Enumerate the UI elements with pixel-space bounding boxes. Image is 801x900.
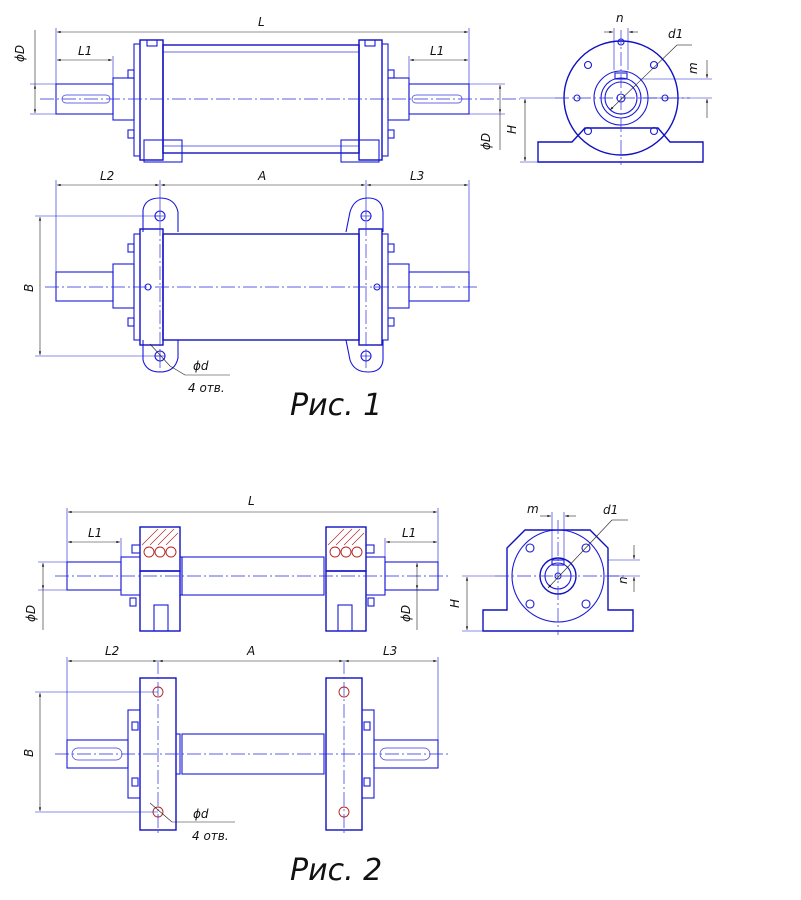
fig2-label-A: A bbox=[246, 644, 255, 658]
fig2-caption: Рис. 2 bbox=[290, 853, 382, 888]
fig2-label-L2: L2 bbox=[105, 644, 119, 658]
fig1-label-m: m bbox=[686, 62, 700, 74]
fig1-label-phid: ϕd bbox=[193, 359, 209, 373]
fig2-front-view bbox=[38, 508, 450, 632]
fig1-label-L3: L3 bbox=[410, 169, 424, 183]
fig2-label-phiD-left: ϕD bbox=[24, 605, 38, 622]
fig1-side-view bbox=[520, 28, 712, 165]
fig1-label-n: n bbox=[616, 11, 624, 25]
figure-2 bbox=[35, 508, 640, 835]
fig2-label-L3: L3 bbox=[383, 644, 397, 658]
fig2-side-view bbox=[462, 512, 640, 635]
fig1-label-H: H bbox=[505, 125, 519, 134]
fig2-label-phiD-right: ϕD bbox=[399, 605, 413, 622]
fig2-label-L1-left: L1 bbox=[88, 526, 102, 540]
fig1-label-phiD: ϕD bbox=[13, 45, 27, 62]
fig1-label-d1: d1 bbox=[668, 27, 683, 41]
fig1-label-L1-right: L1 bbox=[430, 44, 444, 58]
fig1-label-holes: 4 отв. bbox=[188, 381, 225, 395]
fig2-label-phid: ϕd bbox=[193, 807, 209, 821]
fig2-label-m: m bbox=[527, 502, 539, 516]
fig1-label-L: L bbox=[258, 15, 265, 29]
fig1-label-L1-left: L1 bbox=[78, 44, 92, 58]
fig2-label-holes: 4 отв. bbox=[192, 829, 229, 843]
fig2-label-d1: d1 bbox=[603, 503, 618, 517]
fig2-label-n: n bbox=[616, 576, 630, 584]
figure-1 bbox=[30, 28, 712, 376]
fig2-label-L1-right: L1 bbox=[402, 526, 416, 540]
fig2-label-H: H bbox=[448, 599, 462, 608]
fig1-label-B: B bbox=[22, 284, 36, 292]
fig2-label-B: B bbox=[22, 749, 36, 757]
fig1-labels: L L1 L1 ϕD ϕD n d1 m H L2 A L3 B ϕd 4 от… bbox=[13, 11, 700, 423]
fig1-caption: Рис. 1 bbox=[290, 388, 382, 423]
fig1-label-phiD-side: ϕD bbox=[479, 133, 493, 150]
fig1-front-view bbox=[30, 28, 520, 163]
fig2-labels: L L1 L1 ϕD ϕD m d1 n H L2 A L3 B ϕd 4 от… bbox=[22, 494, 630, 888]
fig1-top-view bbox=[35, 180, 480, 376]
fig1-label-L2: L2 bbox=[100, 169, 114, 183]
fig2-label-L: L bbox=[248, 494, 255, 508]
fig2-top-view bbox=[35, 657, 450, 835]
fig1-label-A: A bbox=[257, 169, 266, 183]
